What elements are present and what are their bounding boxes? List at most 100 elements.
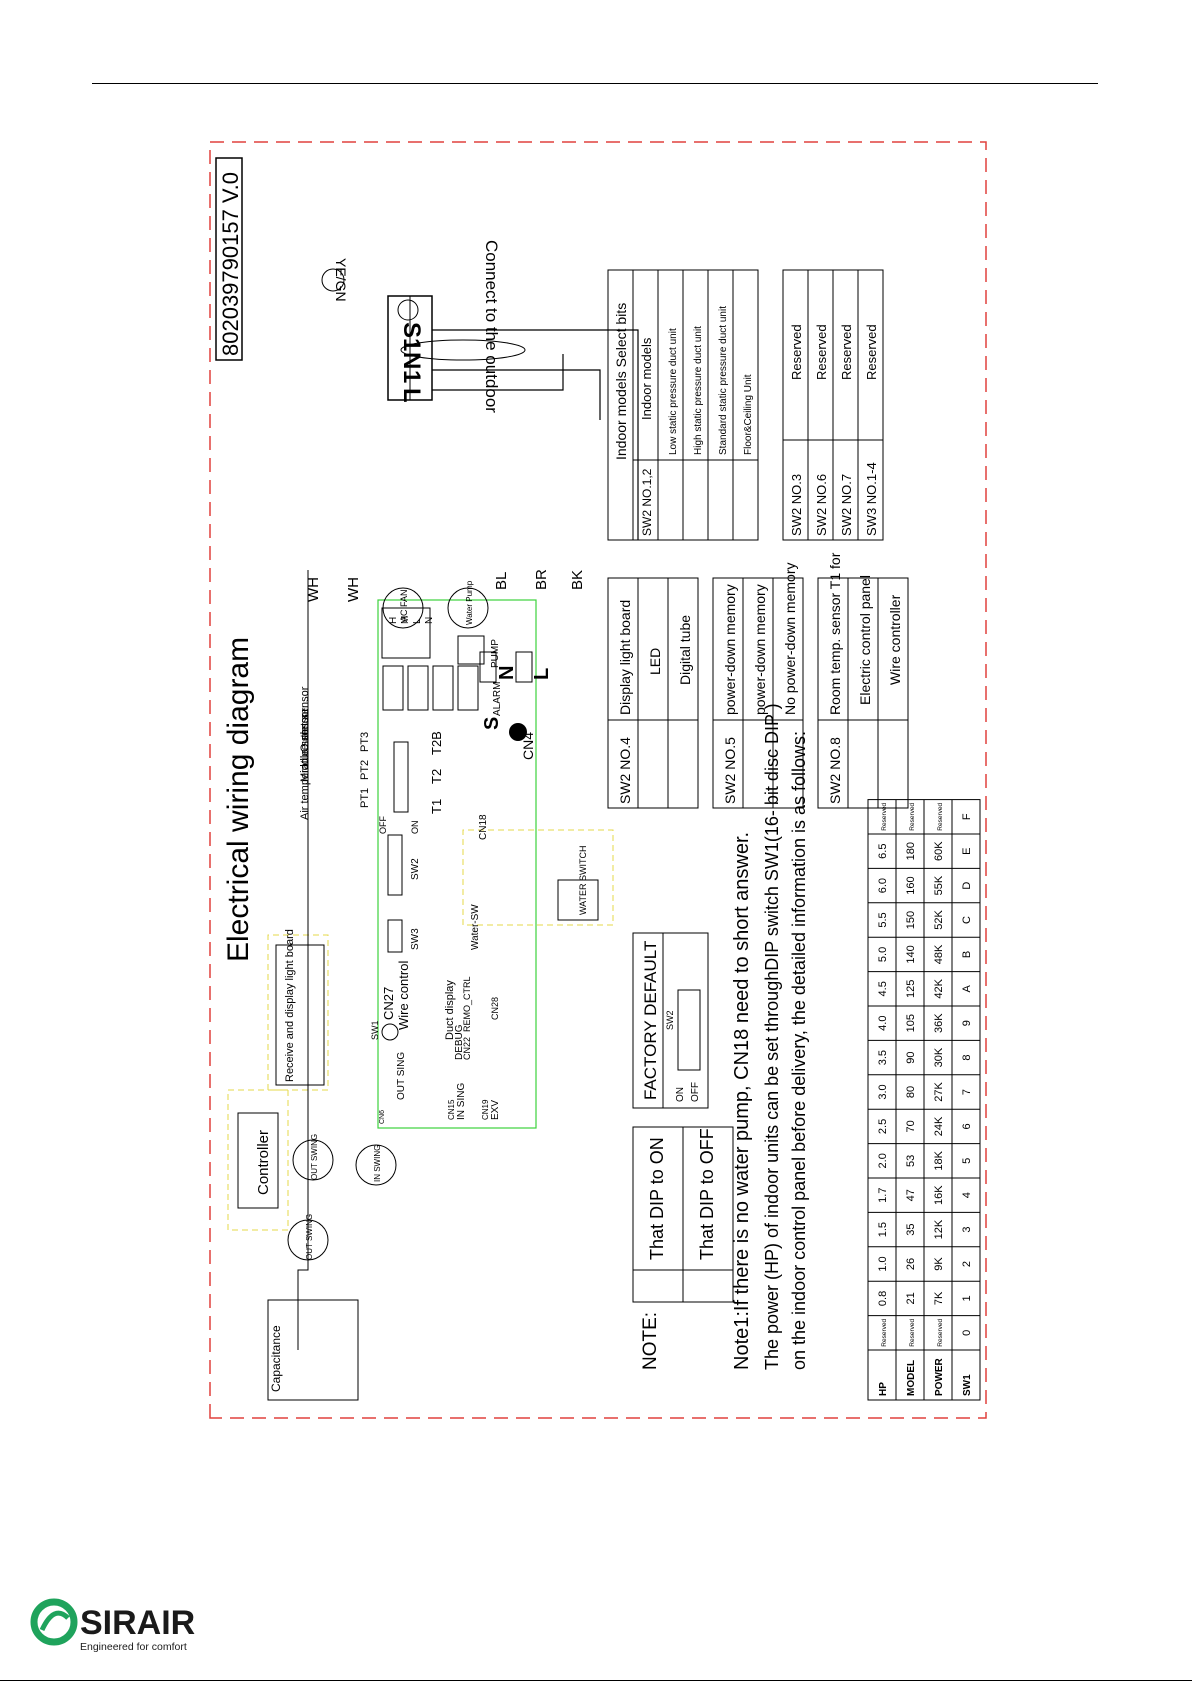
earth-icon [321,268,345,292]
power-table-cell: 4.0 [877,1016,889,1031]
diagram-title: Electrical wiring diagram [222,637,255,962]
power-table-cell: 7 [961,1089,973,1095]
power-table-cell: 3.5 [877,1050,889,1065]
svg-text:Indoor models: Indoor models [639,337,654,420]
power-table-cell: 80 [905,1086,917,1098]
cn4-dot [509,723,527,741]
power-table-cell: Reserved [881,803,888,831]
cn27-label: CN27 [381,987,396,1020]
svg-text:Display light board: Display light board [617,600,633,715]
exv-label: EXV [490,1100,501,1120]
svg-text:PT1: PT1 [359,788,371,808]
svg-text:ON: ON [675,1087,686,1102]
power-text-2: on the indoor control panel before deliv… [789,731,809,1370]
power-table-cell: F [961,813,973,820]
water-switch-box [557,879,599,921]
power-table-cell: 9 [961,1020,973,1026]
controller-label: Controller [255,1130,272,1195]
svg-text:T2B: T2B [429,731,444,755]
svg-text:SW2 NO.7: SW2 NO.7 [839,474,854,536]
out-sing-label: OUT SING [396,1052,407,1100]
capacitance-label: Capacitance [269,1325,283,1392]
power-table-cell: 42K [933,978,945,998]
power-table-cell: Reserved [937,803,944,831]
svg-text:SW2 NO.8: SW2 NO.8 [827,737,843,804]
logo-ring-icon [30,1598,78,1646]
svg-text:Reserved: Reserved [814,324,829,380]
power-table-cell: 5.5 [877,912,889,927]
l-terminal-box [515,651,533,683]
relay-3 [432,665,454,711]
svg-text:Electric control panel: Electric control panel [857,575,873,705]
power-table-cell: 48K [933,944,945,964]
cn15-label: CN15 [447,1099,456,1120]
sw2-switch: SW2 ON OFF [378,816,421,896]
power-table-cell: 27K [933,1082,945,1102]
svg-text:SW2: SW2 [665,1010,675,1030]
svg-text:Air temperature sensor: Air temperature sensor [299,708,311,820]
code-box [215,157,243,361]
sw3-switch: SW3 [387,919,421,953]
relay-1 [382,665,404,711]
power-table-cell: A [961,984,973,992]
power-table-cell: 0 [961,1330,973,1336]
power-table-cell: 35 [905,1223,917,1235]
power-table-cell: 1.7 [877,1188,889,1203]
n-terminal-box [479,651,497,683]
svg-text:L: L [412,618,423,624]
power-table-cell: 125 [905,980,917,998]
svg-text:SW2 NO.6: SW2 NO.6 [814,474,829,536]
wire-bk [432,329,639,540]
cn19-label: CN19 [481,1099,490,1120]
svg-text:Standard static pressure duct: Standard static pressure duct unit [718,306,729,455]
svg-text:T1: T1 [429,799,444,814]
relay-2 [407,665,429,711]
receive-board-zone [267,934,329,1091]
svg-text:SW2 NO.3: SW2 NO.3 [789,474,804,536]
out-swing-label-1: OUT SWING [305,1214,314,1260]
terminal-n: N [398,352,425,369]
bottom-rule [0,1680,1192,1681]
svg-text:FACTORY DEFAULT: FACTORY DEFAULT [641,941,660,1100]
power-table-cell: 4.5 [877,981,889,996]
svg-text:LED: LED [647,648,663,675]
out-swing-motor-2 [292,1139,334,1181]
power-table-cell: 1.0 [877,1256,889,1271]
power-table-cell: 36K [933,1013,945,1033]
power-table-cell: 52K [933,910,945,930]
wire-control-label: Wire control [396,961,411,1030]
wh-left-label: WH [305,577,322,602]
power-table-head: HP [878,1382,889,1396]
wire-br-label: BR [533,569,550,590]
svg-text:PT3: PT3 [359,732,371,752]
power-table-cell: E [961,848,973,855]
svg-text:SW2 NO.5: SW2 NO.5 [722,737,738,804]
outdoor-terminal-block: L 1 N 1 S [387,295,433,403]
receive-board-box [275,944,325,1086]
water-pump-label: Water Pump [465,580,474,625]
power-table-cell: D [961,882,973,890]
controller-box [237,1112,279,1209]
svg-text:Wire controller: Wire controller [887,594,903,685]
power-table-cell: 140 [905,945,917,963]
wiring-sheet: Electrical wiring diagram 802039790157 V… [208,140,988,1420]
wire-bl-label: BL [493,572,510,590]
s-label: S [481,717,503,730]
power-table-cell: 180 [905,842,917,860]
cn18-label: CN18 [478,814,489,840]
power-table-cell: Reserved [881,1319,888,1347]
wh-right-label: WH [345,577,362,602]
capacitance-box [267,1299,359,1401]
svg-text:H: H [388,617,399,624]
power-table-cell: 26 [905,1258,917,1270]
power-table-cell: B [961,951,973,958]
power-table-cell: 16K [933,1185,945,1205]
svg-text:T2: T2 [429,769,444,784]
svg-text:SW2 NO.4: SW2 NO.4 [617,737,633,804]
power-table-cell: 1.5 [877,1222,889,1237]
ac-fan-label: AC FAN [399,589,409,622]
wire-br [432,369,601,420]
sw24-table: SW2 NO.4 Display light board LED Digital… [607,577,699,809]
sirair-logo: SIRAIR Engineered for comfort [28,1590,268,1660]
svg-text:OFF: OFF [378,816,388,834]
